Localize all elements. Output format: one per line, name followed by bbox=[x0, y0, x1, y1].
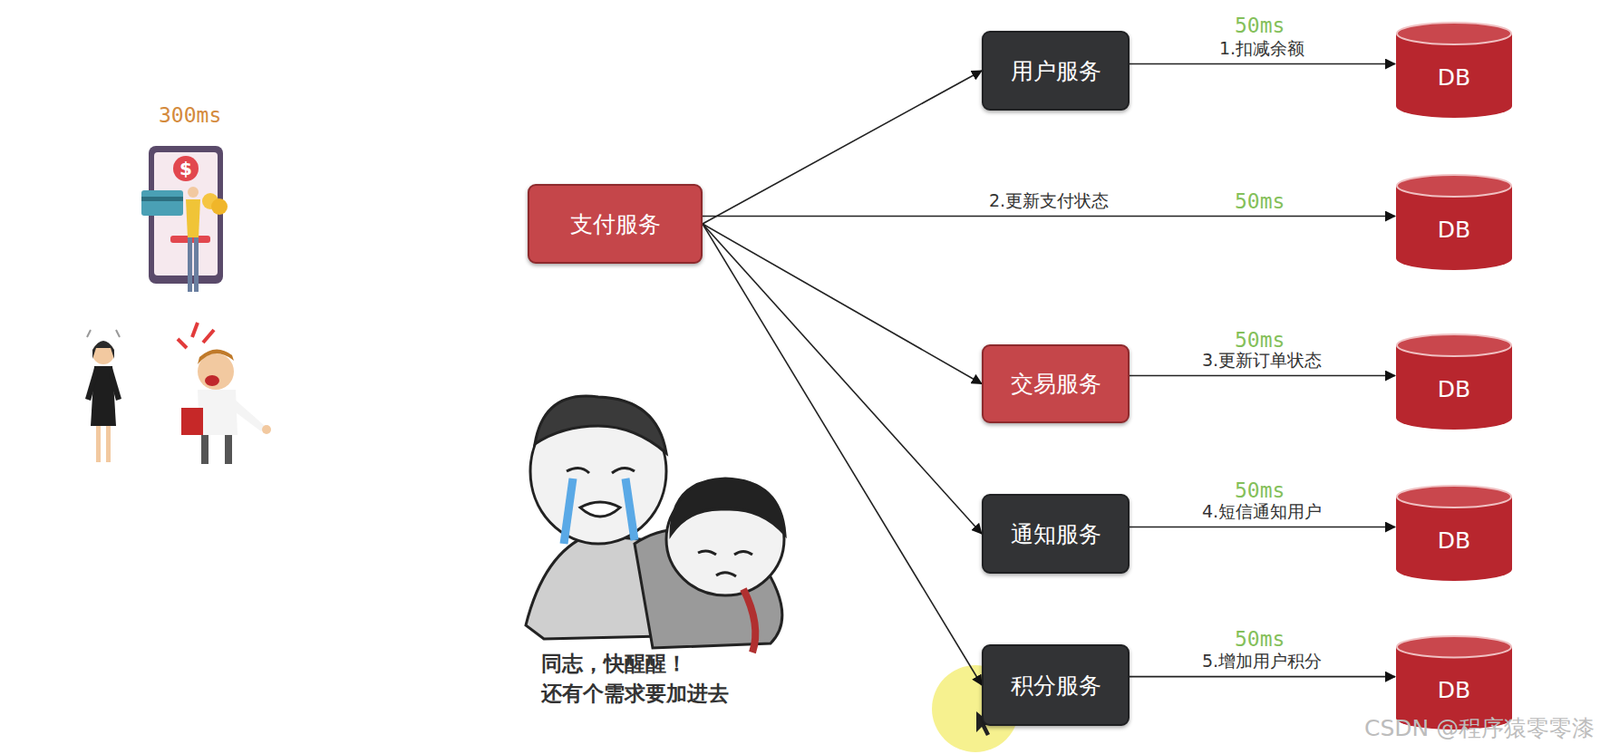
service-box: 支付服务 bbox=[527, 184, 703, 264]
arrow-connector bbox=[1129, 375, 1396, 378]
phone-illustration bbox=[141, 145, 228, 292]
arrow-connector bbox=[702, 223, 982, 385]
service-name: 积分服务 bbox=[1010, 670, 1102, 701]
database-label: DB bbox=[1437, 376, 1471, 403]
arrow-connector bbox=[702, 215, 1396, 218]
arrow-connector bbox=[702, 70, 982, 224]
latency-label: 300ms bbox=[158, 103, 222, 127]
database-label: DB bbox=[1437, 216, 1471, 243]
service-name: 交易服务 bbox=[1010, 368, 1102, 399]
service-name: 通知服务 bbox=[1010, 519, 1102, 550]
edge-label: 2.更新支付状态 bbox=[986, 189, 1112, 214]
database-label: DB bbox=[1437, 64, 1471, 91]
dollar-icon-text: $ bbox=[179, 157, 193, 180]
arrow-connector bbox=[1129, 676, 1396, 679]
service-box: 交易服务 bbox=[981, 344, 1130, 424]
meme-caption: 同志，快醒醒！ 还有个需求要加进去 bbox=[541, 649, 759, 710]
arrow-connector bbox=[1129, 526, 1396, 529]
service-name: 支付服务 bbox=[570, 209, 661, 240]
latency-label: 50ms bbox=[1234, 13, 1285, 38]
latency-label: 50ms bbox=[1234, 627, 1285, 651]
service-box: 积分服务 bbox=[981, 644, 1130, 727]
watermark: CSDN @程序猿零零漆 bbox=[1364, 713, 1595, 744]
arrow-connector bbox=[702, 223, 982, 686]
edge-label: 4.短信通知用户 bbox=[1199, 500, 1325, 524]
woman-figure bbox=[85, 329, 122, 463]
database-cylinder: DB bbox=[1395, 173, 1513, 272]
latency-label: 50ms bbox=[1234, 478, 1285, 503]
edge-label: 5.增加用户积分 bbox=[1199, 649, 1325, 674]
latency-label: 50ms bbox=[1234, 189, 1285, 214]
arrow-connector bbox=[1129, 63, 1396, 66]
service-name: 用户服务 bbox=[1010, 56, 1102, 87]
database-cylinder: DB bbox=[1395, 484, 1513, 582]
database-label: DB bbox=[1437, 677, 1471, 704]
service-box: 用户服务 bbox=[981, 30, 1130, 111]
database-label: DB bbox=[1437, 527, 1471, 554]
service-box: 通知服务 bbox=[981, 494, 1130, 574]
angry-man-figure bbox=[177, 322, 272, 465]
meme-illustration bbox=[525, 396, 786, 653]
edge-label: 1.扣减余额 bbox=[1216, 37, 1308, 61]
database-cylinder: DB bbox=[1395, 20, 1513, 119]
edge-label: 3.更新订单状态 bbox=[1199, 349, 1325, 373]
database-cylinder: DB bbox=[1395, 332, 1513, 431]
arrow-connector bbox=[702, 223, 982, 534]
